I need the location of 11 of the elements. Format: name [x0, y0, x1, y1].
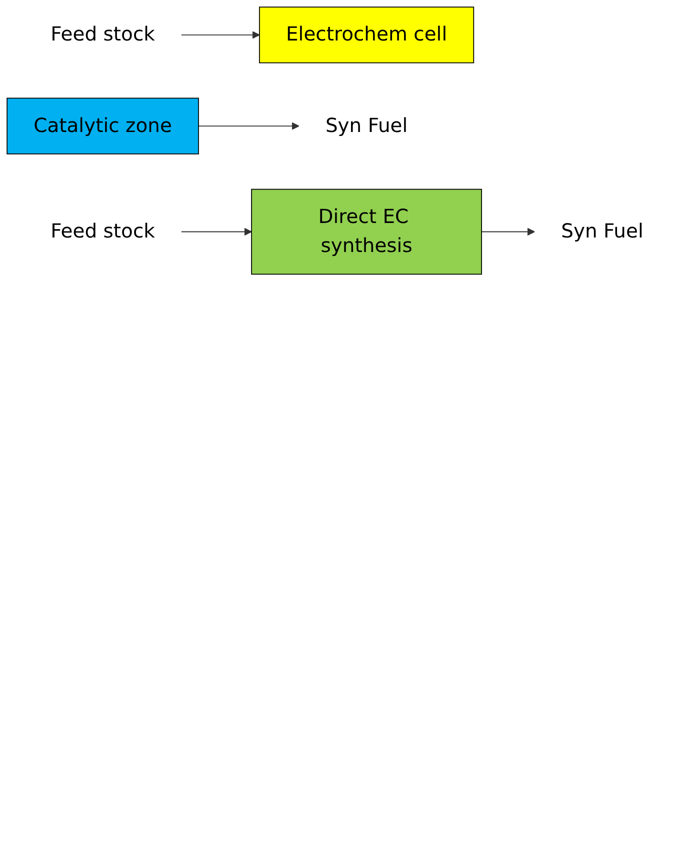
node-text: Syn Fuel	[325, 114, 408, 138]
node-box: Electrochem cell	[259, 6, 474, 64]
arrow	[481, 228, 535, 236]
node-text: Feed stock	[50, 220, 155, 243]
arrow	[181, 31, 260, 39]
node-text: Feed stock	[50, 24, 155, 46]
arrow	[198, 122, 300, 130]
node-box: Catalytic zone	[6, 98, 199, 154]
node-text: Syn Fuel	[561, 220, 644, 243]
node-box: Direct EC synthesis	[251, 188, 482, 275]
arrow	[181, 228, 252, 236]
